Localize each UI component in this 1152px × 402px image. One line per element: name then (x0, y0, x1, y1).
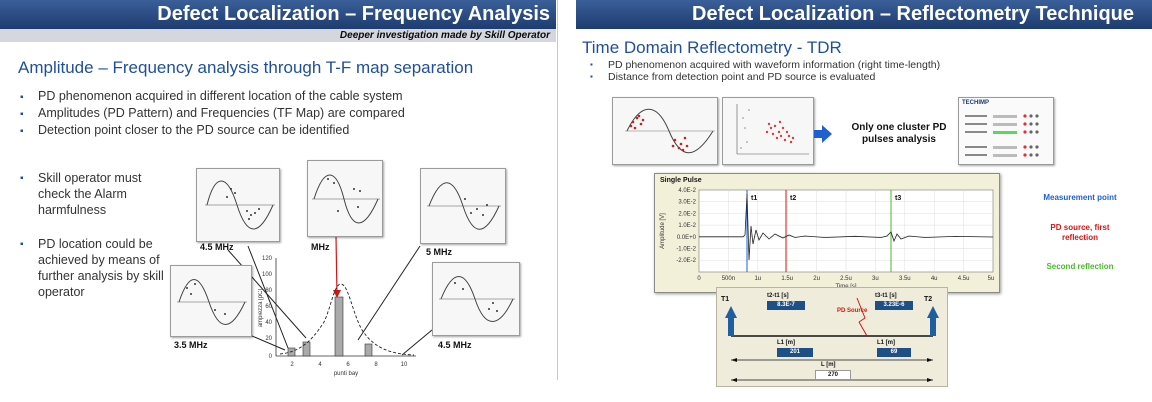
histogram-bar (334, 296, 344, 357)
tf-map-panel (170, 265, 252, 337)
section-heading: Time Domain Reflectometry - TDR (582, 38, 842, 57)
legend-second-reflection: Second reflection (1046, 262, 1114, 271)
cluster-caption: Only one cluster PD pulses analysis (851, 122, 947, 145)
arrow-right-icon (814, 125, 832, 143)
tf-map-panel (420, 168, 506, 244)
y-tick-label: 4.0E-2 (678, 188, 696, 194)
tf-map-thumbnail (722, 97, 814, 165)
y-tick-label: -2.0E-2 (676, 258, 696, 264)
bullet-item: Amplitudes (PD Pattern) and Frequencies … (20, 105, 405, 123)
y-tick-label: 80 (265, 288, 272, 294)
cable-length-diagram: T1 T2 t2-t1 [s] 8.3E-7 t3-t1 [s] 3.23E-6… (716, 287, 948, 387)
x-tick-label: 1.5u (781, 276, 793, 282)
y-tick-label: 120 (262, 256, 273, 262)
title-band: Defect Localization – Frequency Analysis (0, 0, 556, 29)
x-tick-label: 5u (988, 276, 995, 282)
y-tick-label: 2.0E-2 (678, 211, 696, 217)
legend-pd-source: PD source, first reflection (1050, 223, 1110, 242)
y-tick-label: 3.0E-2 (678, 200, 696, 206)
bullet-item: PD phenomenon acquired with waveform inf… (590, 59, 940, 71)
t31-value: 3.23E-6 (875, 301, 913, 310)
panel-label: 4.5 MHz (438, 340, 472, 350)
tf-map-panel (307, 160, 383, 237)
x-tick-label: 4 (318, 362, 322, 368)
y-axis-label: ampiezza [pC] (258, 288, 264, 327)
x-tick-label: 3u (872, 276, 879, 282)
panel-label: 4.5 MHz (200, 242, 234, 252)
x-tick-label: 2 (290, 362, 294, 368)
t21-label: t2-t1 [s] (767, 293, 789, 299)
t21-value: 8.3E-7 (767, 301, 805, 310)
pulse-waveform (699, 193, 994, 261)
single-pulse-chart: Single Pulse 4.0E-2 3.0E-2 2.0E-2 1.0E-2… (654, 173, 1000, 293)
y-tick-label: 60 (265, 304, 272, 310)
techimp-status-panel: TECHIMP (958, 97, 1054, 165)
y-axis-label: Amplitude [V] (660, 213, 666, 249)
x-tick-label: 0 (697, 276, 701, 282)
x-tick-label: 3.5u (899, 276, 911, 282)
l-label: L [m] (821, 362, 836, 368)
y-tick-label: 0 (269, 354, 273, 360)
fit-curve (279, 283, 415, 356)
side-bullet-list: Skill operator must check the Alarm harm… (20, 170, 165, 300)
l2-label: L1 [m] (877, 340, 895, 346)
x-axis-label: punti bay (334, 371, 358, 377)
x-tick-label: 10 (401, 362, 408, 368)
y-tick-label: 100 (262, 272, 273, 278)
pd-source-label: PD Source (837, 308, 868, 314)
panel-label: MHz (311, 242, 330, 252)
tf-map-panel (432, 262, 520, 336)
bullet-item: Detection point closer to the PD source … (20, 122, 405, 140)
pd-pattern-thumbnail (612, 97, 718, 165)
panel-label: 3.5 MHz (174, 340, 208, 350)
t2-marker-label: t2 (790, 195, 796, 202)
tf-map-panel (196, 168, 280, 242)
x-tick-label: 4.5u (958, 276, 970, 282)
x-tick-label: 2u (813, 276, 820, 282)
t31-label: t3-t1 [s] (875, 293, 897, 299)
x-tick-label: 6 (346, 362, 350, 368)
x-tick-label: 4u (931, 276, 938, 282)
amplitude-histogram: 120 100 80 60 40 20 0 2 4 6 8 10 punti b… (258, 256, 416, 377)
bullet-item: PD location could be achieved by means o… (20, 236, 165, 300)
l1-label: L1 [m] (777, 340, 795, 346)
subtitle-band: Deeper investigation made by Skill Opera… (0, 29, 556, 42)
bullet-item: Distance from detection point and PD sou… (590, 71, 940, 83)
t2-terminal-label: T2 (924, 296, 933, 303)
t1-marker-label: t1 (751, 195, 757, 202)
bullet-item: Skill operator must check the Alarm harm… (20, 170, 165, 218)
panel-label: 5 MHz (426, 247, 453, 257)
y-tick-label: 0.0E+0 (677, 235, 697, 241)
y-tick-label: 1.0E-2 (678, 223, 696, 229)
l-value: 270 (815, 370, 851, 380)
x-tick-label: 500n (722, 276, 735, 282)
connector-lines (227, 235, 433, 356)
t3-marker-label: t3 (895, 195, 901, 202)
bullet-list: PD phenomenon acquired with waveform inf… (590, 59, 940, 83)
section-heading: Amplitude – Frequency analysis through T… (18, 58, 474, 77)
chart-title: Single Pulse (660, 177, 702, 184)
y-tick-label: 20 (265, 336, 272, 342)
slide-subtitle: Deeper investigation made by Skill Opera… (339, 30, 550, 41)
histogram-bar (364, 343, 373, 357)
slide-reflectometry: Defect Localization – Reflectometry Tech… (576, 0, 1152, 402)
slide-title: Defect Localization – Frequency Analysis (157, 3, 550, 25)
y-tick-label: -1.0E-2 (676, 247, 696, 253)
slide-title: Defect Localization – Reflectometry Tech… (692, 3, 1134, 25)
x-tick-label: 2.5u (840, 276, 852, 282)
y-tick-label: 40 (265, 320, 272, 326)
title-band: Defect Localization – Reflectometry Tech… (576, 0, 1152, 29)
slide-frequency-analysis: Defect Localization – Frequency Analysis… (0, 0, 556, 402)
t1-terminal-label: T1 (721, 296, 730, 303)
x-tick-label: 8 (374, 362, 378, 368)
l2-value: 69 (877, 348, 911, 357)
slide-divider (557, 0, 558, 380)
l1-value: 201 (777, 348, 813, 357)
bullet-item: PD phenomenon acquired in different loca… (20, 88, 405, 106)
techimp-logo: TECHIMP (962, 100, 989, 106)
x-tick-label: 1u (754, 276, 761, 282)
bullet-list: PD phenomenon acquired in different loca… (20, 88, 405, 140)
legend-measurement-point: Measurement point (1043, 193, 1117, 202)
histogram-bar (302, 341, 311, 357)
